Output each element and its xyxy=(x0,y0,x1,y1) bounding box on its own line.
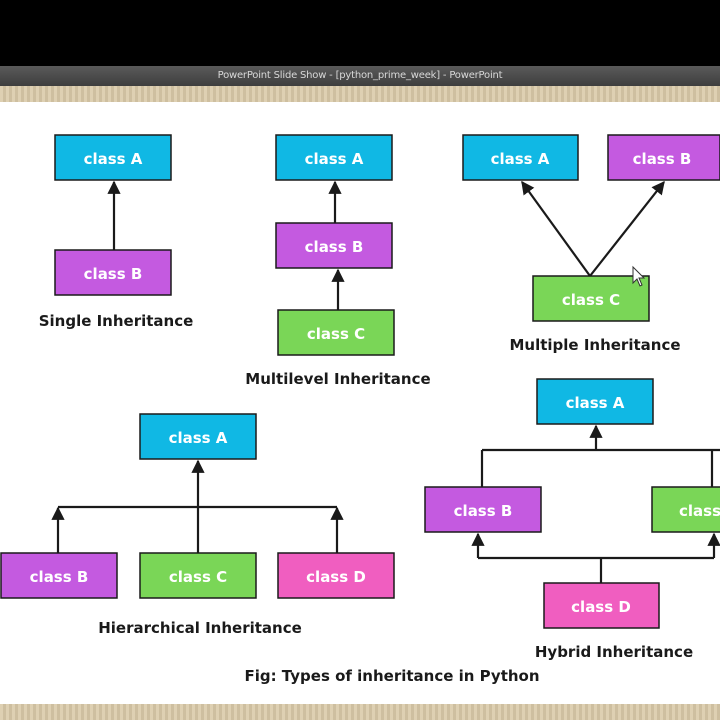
caption-hybrid: Hybrid Inheritance xyxy=(535,643,693,661)
hierarchical-class-a-box xyxy=(139,413,257,460)
hybrid-class-b-box xyxy=(424,486,542,533)
multiple-class-b-box xyxy=(607,134,720,181)
hierarchical-class-d-label: class D xyxy=(306,568,366,586)
hierarchical-class-b-label: class B xyxy=(30,568,89,586)
hybrid-class-a-box xyxy=(536,378,654,425)
figure-caption: Fig: Types of inheritance in Python xyxy=(244,667,539,685)
mouse-cursor-icon xyxy=(632,265,646,287)
hierarchical-inheritance: class A class B class C class D Hierarch… xyxy=(0,413,395,637)
caption-single: Single Inheritance xyxy=(39,312,194,330)
multiple-class-a-box xyxy=(462,134,579,181)
frame-border-bottom xyxy=(0,704,720,720)
single-class-a-box xyxy=(54,134,172,181)
single-class-a-label: class A xyxy=(84,150,143,168)
multilevel-class-a-box xyxy=(275,134,393,181)
slide: class A class B Single Inheritance class… xyxy=(0,102,720,704)
single-class-b-box xyxy=(54,249,172,296)
hierarchical-class-d-box xyxy=(277,552,395,599)
hybrid-class-c-box xyxy=(651,486,720,533)
multiple-class-c-box xyxy=(532,275,650,322)
multilevel-class-b-box xyxy=(275,222,393,269)
multilevel-class-a-label: class A xyxy=(305,150,364,168)
window-title: PowerPoint Slide Show - [python_prime_we… xyxy=(217,70,503,81)
multiple-arrow-c-a xyxy=(521,180,591,277)
frame-border-top xyxy=(0,86,720,102)
multiple-class-c-label: class C xyxy=(562,291,620,309)
caption-multilevel: Multilevel Inheritance xyxy=(245,370,430,388)
multilevel-class-c-label: class C xyxy=(307,325,365,343)
caption-hierarchical: Hierarchical Inheritance xyxy=(98,619,302,637)
inheritance-diagram: class A class B Single Inheritance class… xyxy=(0,134,720,685)
multiple-class-a-label: class A xyxy=(491,150,550,168)
single-inheritance: class A class B Single Inheritance xyxy=(39,134,194,330)
multiple-class-b-label: class B xyxy=(633,150,692,168)
hierarchical-class-c-box xyxy=(139,552,257,599)
hybrid-class-a-label: class A xyxy=(566,394,625,412)
top-black-bar xyxy=(0,0,720,66)
hybrid-class-b-label: class B xyxy=(454,502,513,520)
multilevel-class-c-box xyxy=(277,309,395,356)
single-class-b-label: class B xyxy=(84,265,143,283)
hybrid-class-d-label: class D xyxy=(571,598,631,616)
hybrid-class-c-label: class xyxy=(679,502,720,520)
window-title-bar: PowerPoint Slide Show - [python_prime_we… xyxy=(0,66,720,86)
multilevel-class-b-label: class B xyxy=(305,238,364,256)
multilevel-inheritance: class A class B class C Multilevel Inher… xyxy=(245,134,431,388)
multiple-inheritance: class A class B class C Multiple Inherit… xyxy=(462,134,720,354)
multiple-arrow-c-b xyxy=(589,180,665,277)
hybrid-inheritance: class A class B class class D Hybrid Inh… xyxy=(424,378,720,661)
hierarchical-class-a-label: class A xyxy=(169,429,228,447)
hierarchical-class-c-label: class C xyxy=(169,568,227,586)
hierarchical-class-b-box xyxy=(0,552,118,599)
caption-multiple: Multiple Inheritance xyxy=(509,336,680,354)
